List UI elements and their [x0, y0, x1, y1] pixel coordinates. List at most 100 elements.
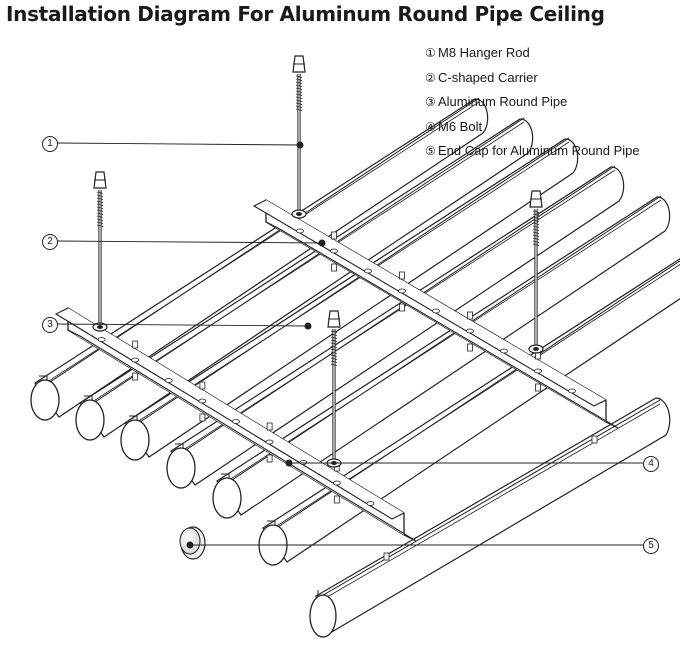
pipe-end-face: [212, 477, 242, 519]
carrier-slot: [332, 480, 341, 486]
rod-thread: [96, 191, 104, 194]
leader-dot-1: [296, 141, 304, 149]
m8-hanger-rod: [326, 310, 342, 468]
legend-label: M8 Hanger Rod: [438, 45, 530, 60]
callout-4-badge: 4: [643, 456, 659, 472]
c-carrier-back: [252, 198, 619, 429]
rod-thread: [330, 357, 338, 360]
carrier-slot: [398, 288, 406, 294]
callout-2-badge: 2: [42, 234, 58, 250]
rod-thread: [295, 105, 303, 108]
bolt-head: [132, 340, 139, 349]
pipe-end-face: [75, 399, 105, 441]
m8-hanger-rod: [528, 190, 544, 354]
pipe-highlight-line: [85, 121, 525, 407]
bolt-head: [331, 231, 337, 240]
round-pipe-front: [309, 397, 671, 638]
carrier-slot: [366, 501, 375, 506]
round-pipe: [120, 137, 579, 461]
round-pipe: [75, 117, 534, 441]
carrier-slot: [432, 308, 440, 314]
rod-thread: [330, 330, 338, 333]
pipe-clip: [383, 552, 390, 561]
m8-hanger-rod: [92, 171, 108, 332]
rod-thread: [96, 212, 104, 215]
bolt-nut: [467, 343, 473, 352]
carrier-slot: [131, 357, 140, 363]
rod-thread: [532, 237, 540, 240]
bolt-nut: [535, 383, 541, 392]
m8-hanger-rod: [291, 55, 307, 219]
diagram-title: Installation Diagram For Aluminum Round …: [6, 2, 605, 26]
pipe-body: [262, 258, 680, 563]
pipe-end-face: [30, 379, 60, 421]
rod-thread: [295, 102, 303, 105]
rod-thread: [330, 339, 338, 342]
callout-leader-lines: [56, 141, 643, 549]
callout-3-badge: 3: [42, 317, 58, 333]
rod-thread: [532, 231, 540, 234]
rod-thread: [96, 224, 104, 227]
rod-thread: [532, 213, 540, 216]
leader-line-1: [56, 142, 301, 146]
rod-thread: [295, 84, 303, 87]
rod-thread: [295, 90, 303, 93]
rod-thread: [532, 219, 540, 222]
carrier-bottom-flange: [265, 221, 619, 429]
bolt-head: [467, 311, 473, 320]
carrier-slot: [299, 460, 308, 465]
legend-number: ①: [425, 46, 436, 60]
carrier-slot: [364, 268, 372, 274]
rod-thread: [330, 342, 338, 345]
bolt-nut: [199, 413, 206, 422]
round-pipe: [166, 165, 625, 489]
bolt-nut: [331, 263, 337, 272]
carrier-slot: [232, 419, 240, 424]
rod-thread: [96, 194, 104, 197]
rod-thread: [330, 360, 338, 363]
leader-line-2: [56, 240, 323, 244]
rod-thread: [295, 75, 303, 78]
legend-number: ⑤: [425, 144, 436, 158]
carrier-slot: [534, 368, 542, 374]
pipe-end-face: [120, 419, 150, 461]
rod-thread: [330, 354, 338, 357]
rod-thread: [96, 200, 104, 203]
rod-thread: [532, 234, 540, 237]
rod-nut-hole: [296, 212, 302, 216]
rod-thread: [532, 228, 540, 231]
leader-dot-2: [318, 239, 326, 247]
rod-thread: [532, 210, 540, 213]
leader-dot-5: [186, 541, 194, 549]
carrier-slot: [330, 248, 338, 254]
leader-dot-3: [304, 322, 312, 330]
bolt-nut: [333, 495, 340, 504]
rod-thread: [295, 87, 303, 90]
end-cap-face: [179, 527, 201, 555]
legend-number: ②: [425, 70, 436, 85]
carrier-slot: [97, 337, 106, 342]
rod-thread: [96, 206, 104, 209]
rod-thread: [532, 225, 540, 228]
legend-number: ④: [425, 119, 436, 134]
carrier-slot: [568, 388, 576, 394]
bolt-head: [399, 271, 405, 280]
carrier-slot: [296, 228, 304, 234]
pipe-highlight-line: [176, 169, 616, 455]
pipe-clip: [591, 435, 598, 444]
rod-thread: [532, 216, 540, 219]
legend-label: End Cap for Aluminum Round Pipe: [438, 143, 640, 158]
pipe-end-face: [309, 594, 337, 638]
rod-thread: [330, 345, 338, 348]
rod-nut-hole: [97, 325, 103, 329]
leader-dot-4: [285, 459, 293, 467]
bolt-head: [199, 381, 206, 390]
rod-thread: [330, 348, 338, 351]
rod-thread: [96, 218, 104, 221]
bolt-nut: [399, 303, 405, 312]
round-pipe: [212, 195, 671, 519]
